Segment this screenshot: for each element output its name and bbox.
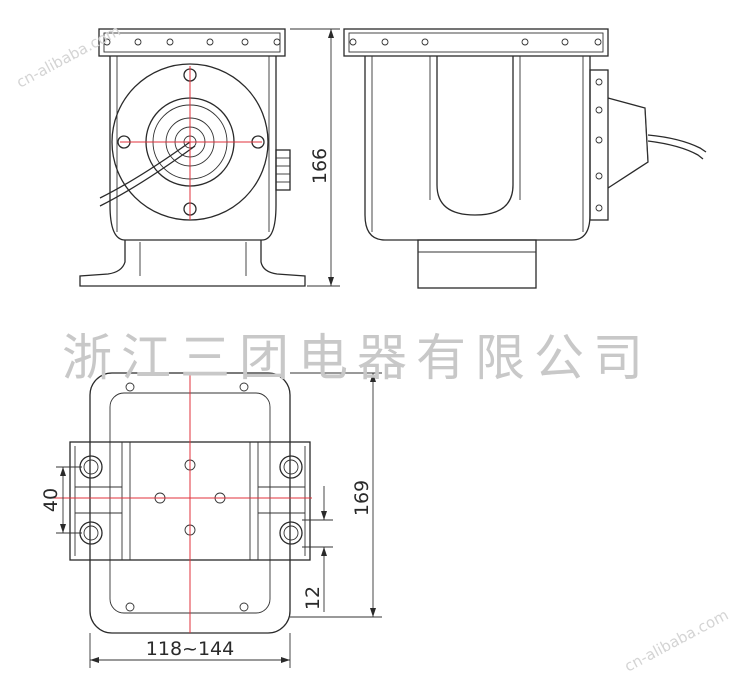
bottom-view: 169 40 12 118~144 [40,372,382,668]
dim-width-bottom: 118~144 [146,638,234,660]
front-view: 166 [79,28,340,287]
dim-hole-spacing: 40 [40,488,62,512]
dim-height-side: 166 [309,148,331,184]
side-view [343,28,707,289]
company-name-watermark: 浙江三团电器有限公司 [62,329,652,387]
dim-height-bottom: 169 [351,480,373,516]
dim-slot-width: 12 [302,586,324,610]
watermark-bottom: cn-alibaba.com [621,606,731,676]
